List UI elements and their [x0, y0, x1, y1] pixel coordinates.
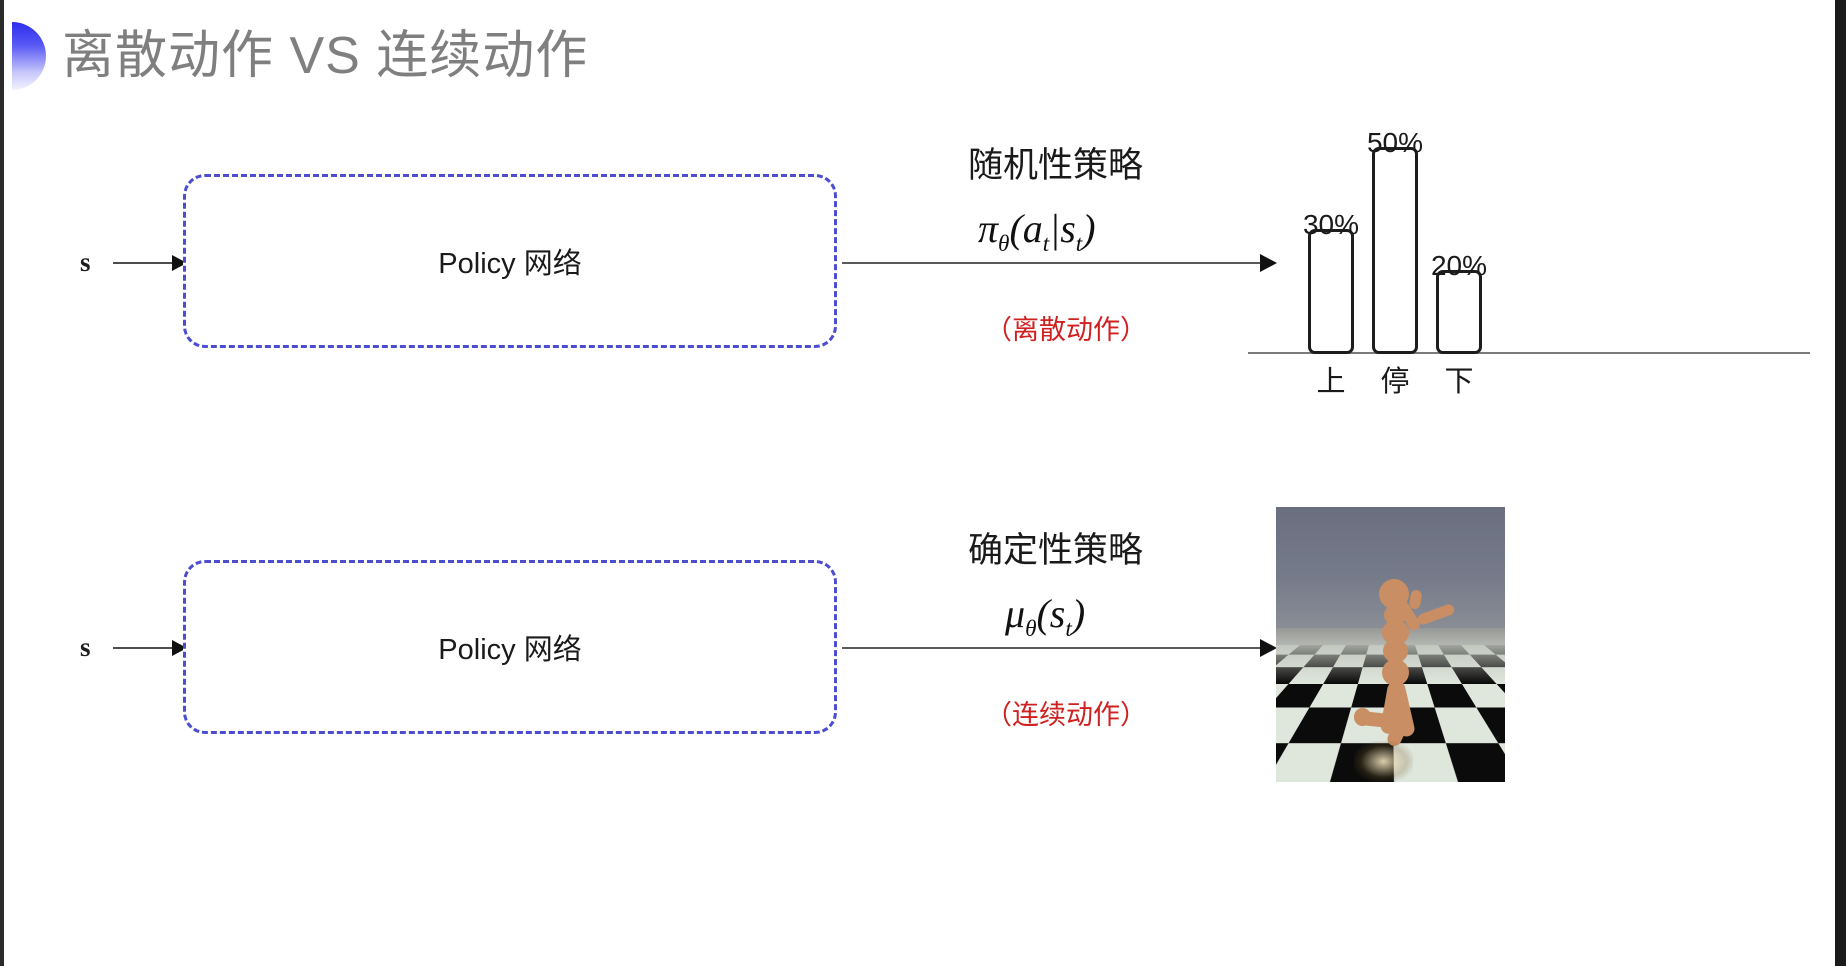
policy-network-box-discrete[interactable]: Policy 网络 [183, 174, 837, 348]
humanoid-simulation-image [1276, 507, 1505, 782]
formula-arg2: s [1060, 206, 1076, 251]
chart-x-axis [1248, 352, 1810, 354]
action-type-note-continuous: （连续动作） [985, 700, 1147, 730]
policy-type-label-discrete: 随机性策略 [968, 146, 1144, 185]
policy-formula-continuous: μθ(st) [1005, 590, 1085, 643]
formula-arg1-sub: t [1042, 231, 1050, 257]
bar-value-up: 30% [1302, 209, 1360, 240]
formula-arg1: s [1049, 591, 1066, 636]
bar-value-stop: 50% [1366, 127, 1424, 158]
formula-open: ( [1036, 591, 1050, 636]
row-discrete: s Policy 网络 随机性策略 πθ(at|st) （离散动作） 30% 上… [0, 127, 1846, 460]
slide-right-edge [1835, 0, 1846, 966]
policy-type-label-continuous: 确定性策略 [968, 531, 1144, 570]
action-probability-chart: 30% 上 50% 停 20% 下 [1248, 92, 1813, 400]
bar-stop [1372, 147, 1418, 354]
title-bullet-icon [12, 22, 46, 90]
formula-close: ) [1071, 591, 1086, 636]
input-arrow-discrete [113, 255, 187, 271]
bar-category-stop: 停 [1380, 366, 1410, 398]
output-arrow-continuous [842, 639, 1277, 657]
slide-left-edge [0, 0, 4, 966]
bar-value-down: 20% [1430, 250, 1488, 281]
formula-arg1-sub: t [1065, 616, 1072, 642]
humanoid-knee-left [1354, 708, 1371, 726]
formula-close: ) [1082, 206, 1096, 251]
formula-arg2-sub: t [1075, 231, 1083, 257]
output-arrow-discrete [842, 254, 1277, 272]
page-title: 离散动作 VS 连续动作 [62, 27, 589, 85]
formula-bar: | [1049, 206, 1061, 251]
policy-network-label-discrete: Policy 网络 [438, 248, 582, 280]
formula-fn-sub: θ [1025, 616, 1037, 642]
bar-down [1436, 270, 1482, 354]
action-type-note-discrete: （离散动作） [985, 315, 1147, 345]
formula-fn-sub: θ [998, 231, 1010, 257]
policy-network-box-continuous[interactable]: Policy 网络 [183, 560, 837, 734]
bar-category-up: 上 [1316, 366, 1346, 398]
state-input-label-discrete: s [80, 247, 91, 277]
row-continuous: s Policy 网络 确定性策略 μθ(st) （连续动作） [0, 507, 1846, 940]
policy-formula-discrete: πθ(at|st) [978, 205, 1096, 258]
sim-floor-reflection [1353, 740, 1414, 782]
formula-fn: μ [1005, 591, 1026, 636]
bar-up [1308, 229, 1354, 354]
formula-arg1: a [1022, 206, 1043, 251]
policy-network-label-continuous: Policy 网络 [438, 634, 582, 666]
state-input-label-continuous: s [80, 632, 91, 662]
formula-fn: π [978, 206, 999, 251]
input-arrow-continuous [113, 640, 187, 656]
bar-category-down: 下 [1444, 366, 1474, 398]
formula-open: ( [1009, 206, 1023, 251]
